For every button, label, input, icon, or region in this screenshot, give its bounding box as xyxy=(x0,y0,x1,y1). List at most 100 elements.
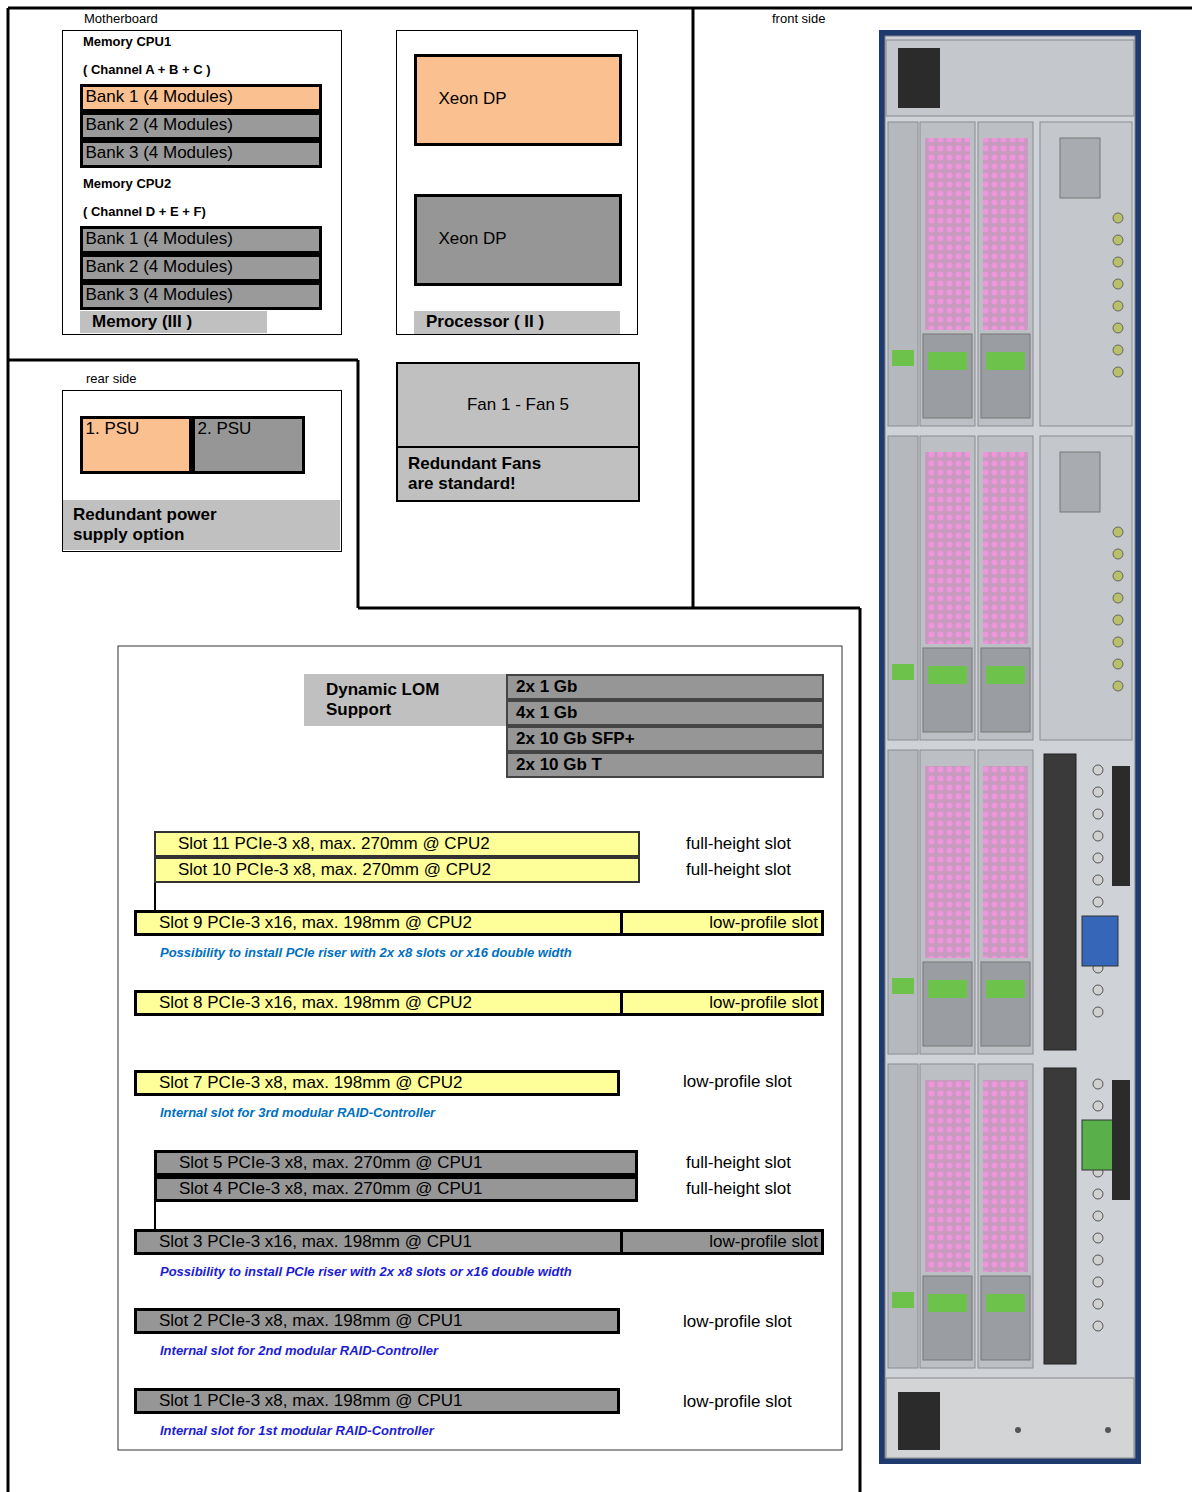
panel-led xyxy=(1093,1321,1103,1331)
psu-box: 1. PSU xyxy=(80,416,192,474)
node-text: 1. PSU xyxy=(86,419,140,439)
drive-bay xyxy=(978,436,1033,740)
drive-bay xyxy=(920,436,975,740)
panel-led xyxy=(1093,1233,1103,1243)
side-strip xyxy=(888,436,918,740)
panel-led xyxy=(1093,875,1103,885)
chassis-face xyxy=(885,36,1135,1458)
vent-hole xyxy=(1113,637,1123,647)
node-text: Memory CPU2 xyxy=(83,176,171,192)
pcie-area-frame xyxy=(118,646,842,1450)
panel-led xyxy=(1093,1211,1103,1221)
memory-group: Memory CPU1( Channel A + B + C )Memory C… xyxy=(62,30,342,335)
drive-latch xyxy=(928,980,967,998)
panel-led xyxy=(1093,1007,1103,1017)
region-label: Motherboard xyxy=(84,11,158,27)
pcie-slot: Slot 5 PCIe-3 x8, max. 270mm @ CPU1 xyxy=(154,1150,638,1176)
drive-vent xyxy=(983,1080,1028,1272)
note-text: Possibility to install PCIe riser with 2… xyxy=(160,945,572,961)
lom-option: 2x 10 Gb T xyxy=(506,752,824,778)
pcie-slot: Slot 2 PCIe-3 x8, max. 198mm @ CPU1 xyxy=(134,1308,620,1334)
panel-led xyxy=(1093,831,1103,841)
region-frame xyxy=(8,8,1192,1492)
drive-handle xyxy=(981,962,1030,1046)
panel-led xyxy=(1093,765,1103,775)
vent-hole xyxy=(1113,571,1123,581)
node-text: Redundant power supply option xyxy=(63,500,340,550)
lom-option: 2x 1 Gb xyxy=(506,674,824,700)
front-port xyxy=(1082,916,1118,966)
bay-cover-detail xyxy=(1060,452,1100,512)
memory-bank: Bank 2 (4 Modules) xyxy=(80,112,322,140)
panel-led xyxy=(1093,1079,1103,1089)
vent-hole xyxy=(1113,345,1123,355)
vent-hole xyxy=(1113,279,1123,289)
pcie-slot: Slot 11 PCIe-3 x8, max. 270mm @ CPU2 xyxy=(154,831,640,857)
control-panel xyxy=(1044,1068,1076,1364)
drive-bay xyxy=(978,1064,1033,1368)
drive-vent xyxy=(983,138,1028,330)
node-text: low-profile slot xyxy=(620,1232,821,1252)
drive-bay xyxy=(920,750,975,1054)
pcie-slot: Slot 4 PCIe-3 x8, max. 270mm @ CPU1 xyxy=(154,1176,638,1202)
top-handle-area xyxy=(886,40,1134,116)
bay-cover xyxy=(1040,122,1132,426)
cpu-box: Xeon DP xyxy=(414,194,622,286)
node-text: ( Channel A + B + C ) xyxy=(83,62,211,78)
vent-hole xyxy=(1113,257,1123,267)
node-text: Redundant Fans are standard! xyxy=(398,446,638,500)
drive-latch xyxy=(986,666,1025,684)
bay-cover xyxy=(1040,436,1132,740)
chassis-frame xyxy=(879,30,1141,1464)
vent-hole xyxy=(1113,323,1123,333)
node-text: Slot 7 PCIe-3 x8, max. 198mm @ CPU2 xyxy=(159,1073,617,1093)
psu-box: 2. PSU xyxy=(192,416,305,474)
drive-latch xyxy=(892,1292,914,1308)
region-label: low-profile slot xyxy=(683,1392,792,1412)
front-view-illustration xyxy=(879,30,1141,1464)
node-text: Fan 1 - Fan 5 xyxy=(398,364,638,446)
node-text: Slot 9 PCIe-3 x16, max. 198mm @ CPU2 xyxy=(159,913,619,933)
pcie-slot: Slot 1 PCIe-3 x8, max. 198mm @ CPU1 xyxy=(134,1388,620,1414)
processor-group: Processor ( II )Xeon DPXeon DP xyxy=(396,30,638,335)
drive-bay xyxy=(920,1064,975,1368)
lom-option: 4x 1 Gb xyxy=(506,700,824,726)
rack-ear xyxy=(898,1392,940,1450)
memory-bank: Bank 1 (4 Modules) xyxy=(80,226,322,254)
bottom-handle-area xyxy=(886,1378,1134,1458)
drive-handle xyxy=(981,1276,1030,1360)
node-text: Bank 3 (4 Modules) xyxy=(86,143,319,165)
drive-vent xyxy=(983,452,1028,644)
drive-handle xyxy=(981,648,1030,732)
node-text: Bank 2 (4 Modules) xyxy=(86,115,319,137)
side-strip xyxy=(888,1064,918,1368)
region-label: full-height slot xyxy=(686,860,791,880)
panel-strip xyxy=(1112,1080,1130,1200)
drive-latch xyxy=(928,352,967,370)
node-text: Processor ( II ) xyxy=(414,311,620,334)
memory-bank: Bank 2 (4 Modules) xyxy=(80,254,322,282)
vent-hole xyxy=(1113,527,1123,537)
memory-bank: Bank 3 (4 Modules) xyxy=(80,282,322,310)
pcie-slot: Slot 8 PCIe-3 x16, max. 198mm @ CPU2low-… xyxy=(134,990,824,1016)
node-text: Dynamic LOM Support xyxy=(304,674,506,726)
drive-latch xyxy=(986,1294,1025,1312)
bay-cover-detail xyxy=(1060,138,1100,198)
panel-led xyxy=(1093,985,1103,995)
screw xyxy=(1015,1427,1021,1433)
node-text: Bank 1 (4 Modules) xyxy=(86,229,319,251)
node-text: 4x 1 Gb xyxy=(516,702,822,724)
drive-latch xyxy=(892,350,914,366)
drive-handle xyxy=(923,1276,972,1360)
panel-led xyxy=(1093,853,1103,863)
drive-latch xyxy=(892,664,914,680)
drive-vent xyxy=(925,452,970,644)
drive-vent xyxy=(925,766,970,958)
vent-hole xyxy=(1113,659,1123,669)
node-text: Slot 5 PCIe-3 x8, max. 270mm @ CPU1 xyxy=(179,1153,635,1173)
panel-led xyxy=(1093,1189,1103,1199)
vent-hole xyxy=(1113,615,1123,625)
note-text: Internal slot for 2nd modular RAID-Contr… xyxy=(160,1343,438,1359)
rack-ear xyxy=(898,48,940,108)
region-label: front side xyxy=(772,11,825,27)
